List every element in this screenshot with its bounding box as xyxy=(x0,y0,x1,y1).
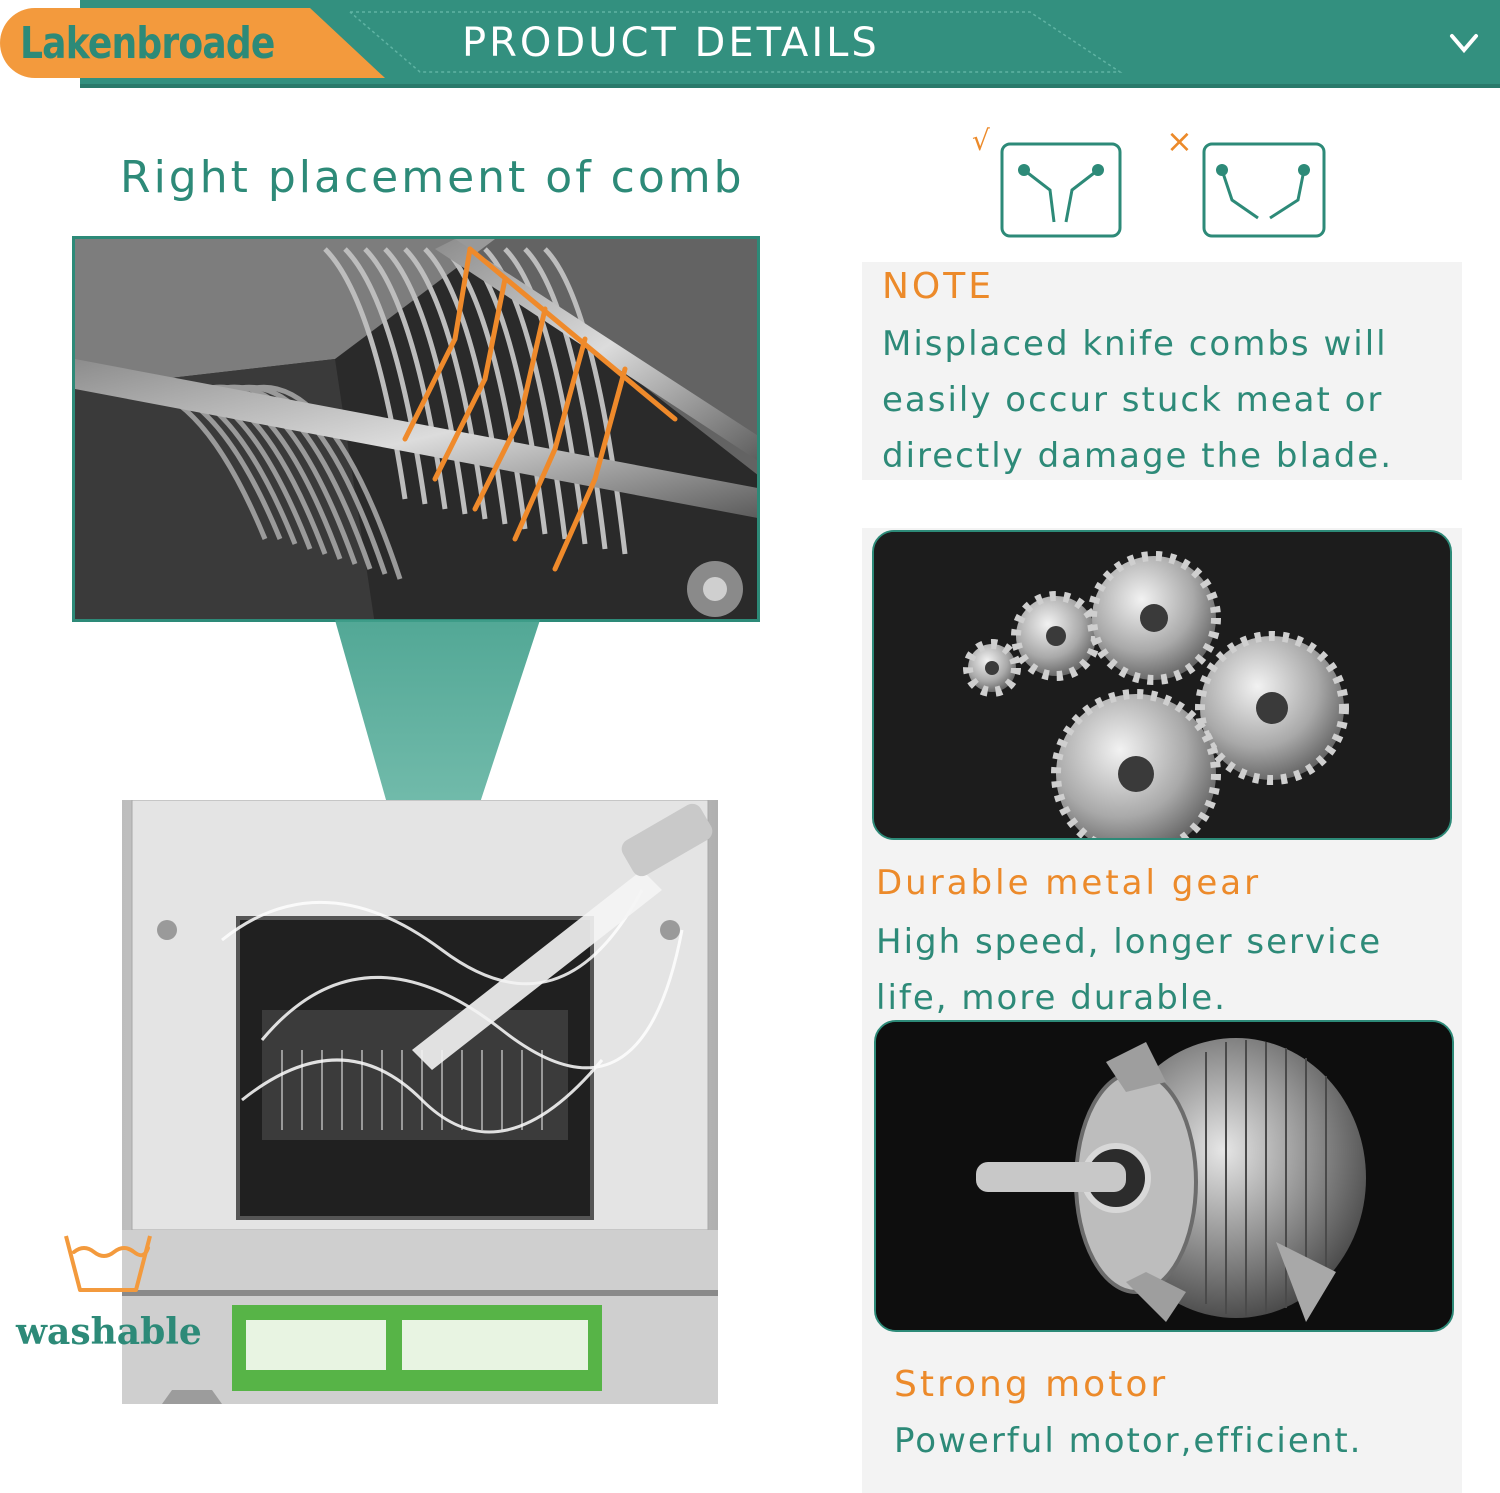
motor-photo xyxy=(874,1020,1454,1332)
note-line: Misplaced knife combs will xyxy=(882,324,1388,364)
header-decoration xyxy=(349,11,1123,73)
gear-body: High speed, longer service life, more du… xyxy=(876,914,1456,1026)
gear-line: life, more durable. xyxy=(876,978,1227,1018)
brand-tab xyxy=(0,8,385,78)
metal-gear-photo xyxy=(872,530,1452,840)
gear-line: High speed, longer service xyxy=(876,922,1383,962)
chevron-down-icon[interactable] xyxy=(1442,26,1486,62)
comb-correct-icon xyxy=(1000,142,1122,238)
machine-photo xyxy=(122,800,718,1404)
comb-placement-photo xyxy=(72,236,760,622)
header-edge xyxy=(80,84,1500,88)
note-line: directly damage the blade. xyxy=(882,436,1394,476)
note-line: easily occur stuck meat or xyxy=(882,380,1384,420)
motor-body: Powerful motor,efficient. xyxy=(894,1416,1454,1466)
note-title: NOTE xyxy=(882,266,995,307)
page-title: PRODUCT DETAILS xyxy=(462,20,880,66)
wrong-mark: × xyxy=(1166,122,1193,160)
motor-title: Strong motor xyxy=(894,1364,1169,1405)
comb-section-title: Right placement of comb xyxy=(120,152,745,203)
motor-line: Powerful motor,efficient. xyxy=(894,1421,1363,1461)
brand-logo: Lakenbroade xyxy=(20,18,275,69)
note-body: Misplaced knife combs will easily occur … xyxy=(882,316,1452,484)
washable-label: washable xyxy=(16,1311,202,1353)
correct-mark: √ xyxy=(972,124,990,157)
right-panel-gap xyxy=(862,480,1462,528)
zoom-funnel-graphic xyxy=(335,620,540,955)
gear-title: Durable metal gear xyxy=(876,863,1262,903)
comb-wrong-icon xyxy=(1202,142,1326,238)
wash-basin-icon xyxy=(64,1235,152,1292)
